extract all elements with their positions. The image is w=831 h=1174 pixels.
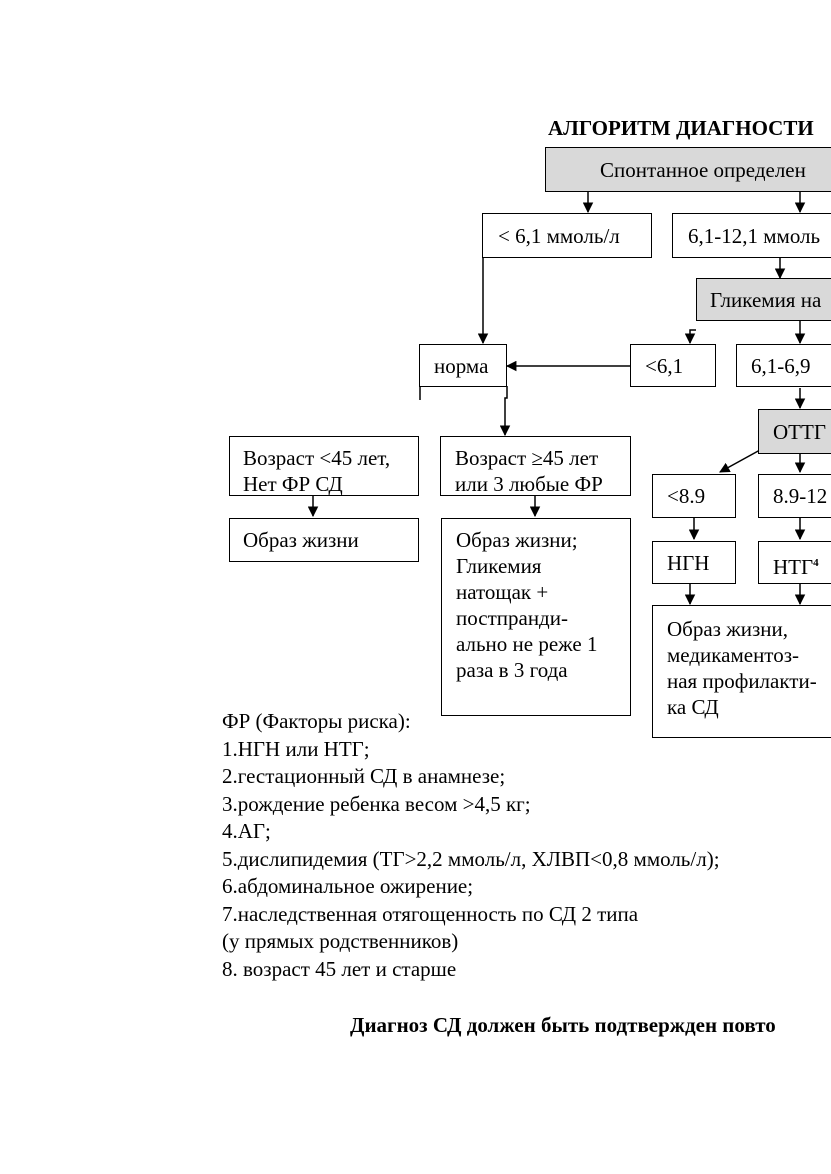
ntg-superscript: 4 [813,557,819,569]
lt61-mmol-box: < 6,1 ммоль/л [482,213,652,258]
lifestyle-monitor-box: Образ жизни; Гликемия натощак + постпран… [441,518,631,716]
lifestyle-label: Образ жизни [243,528,359,552]
range-61-121-label: 6,1-12,1 ммоль [688,224,821,248]
range-89-12-label: 8.9-12 [773,484,828,508]
lt61-box: <6,1 [630,344,716,387]
lifestyle-drug-box: Образ жизни, медикаментоз- ная профилакт… [652,605,831,738]
norm-box: норма [419,344,507,387]
range-61-69-label: 6,1-6,9 [751,354,811,378]
diagnosis-note: Диагноз СД должен быть подтвержден повто [350,1013,776,1037]
risk-factor-item: 5.дислипидемия (ТГ>2,2 ммоль/л, ХЛВП<0,8… [222,846,720,871]
lifestyle-monitor-line: натощак + [456,580,549,604]
glycemia-fasting-label: Гликемия на [710,288,822,312]
risk-factor-item: 1.НГН или НТГ; [222,736,370,761]
range-61-69-box: 6,1-6,9 [736,344,831,387]
risk-factor-item: 7.наследственная отягощенность по СД 2 т… [222,901,639,926]
ogtt-label: ОТТГ [773,420,826,444]
ntg-box: НТГ4 [758,541,831,584]
risk-factor-item: 6.абдоминальное ожирение; [222,874,474,898]
lifestyle-monitor-line: раза в 3 года [456,658,568,682]
lt89-label: <8.9 [667,484,706,508]
norm-label: норма [434,354,489,378]
age-lt45-line2: Нет ФР СД [243,472,343,496]
spontaneous-glucose-box: Спонтанное определен [545,147,831,192]
ngn-box: НГН [652,541,736,584]
age-lt45-box: Возраст <45 лет, Нет ФР СД [229,436,419,496]
risk-factor-item: 2.гестационный СД в анамнезе; [222,764,506,788]
lt89-box: <8.9 [652,474,736,518]
ogtt-box: ОТТГ [758,409,831,454]
age-ge45-line2: или 3 любые ФР [455,472,603,496]
lifestyle-drug-line: ная профилакти- [667,669,817,693]
age-ge45-line1: Возраст ≥45 лет [455,446,599,470]
risk-factor-item: 8. возраст 45 лет и старше [222,956,457,981]
lifestyle-box: Образ жизни [229,518,419,562]
risk-factor-item: 3.рождение ребенка весом >4,5 кг; [222,791,531,816]
algorithm-title: АЛГОРИТМ ДИАГНОСТИ [548,116,814,140]
glycemia-fasting-box: Гликемия на [696,278,831,321]
lifestyle-drug-line: ка СД [667,695,719,719]
ngn-label: НГН [667,551,710,575]
risk-factor-item: 4.АГ; [222,819,271,843]
risk-factor-item: (у прямых родственников) [222,929,459,953]
lt61-label: <6,1 [645,354,684,378]
lifestyle-monitor-line: постпранди- [456,606,568,630]
risk-factors-heading: ФР (Факторы риска): [222,709,411,733]
age-ge45-box: Возраст ≥45 лет или 3 любые ФР [440,436,631,496]
lifestyle-monitor-line: Образ жизни; [456,528,578,552]
range-61-121-box: 6,1-12,1 ммоль [672,213,831,258]
age-lt45-line1: Возраст <45 лет, [243,446,391,470]
lifestyle-monitor-line: Гликемия [456,554,542,578]
spontaneous-glucose-label: Спонтанное определен [600,158,806,182]
lifestyle-drug-line: медикаментоз- [667,643,799,667]
range-89-12-box: 8.9-12 [758,474,831,518]
ntg-label: НТГ [773,555,814,579]
lifestyle-monitor-line: ально не реже 1 [456,632,598,656]
lifestyle-drug-line: Образ жизни, [667,617,788,641]
risk-factors: ФР (Факторы риска): 1.НГН или НТГ; 2.гес… [222,708,720,983]
lt61-mmol-label: < 6,1 ммоль/л [498,224,620,248]
